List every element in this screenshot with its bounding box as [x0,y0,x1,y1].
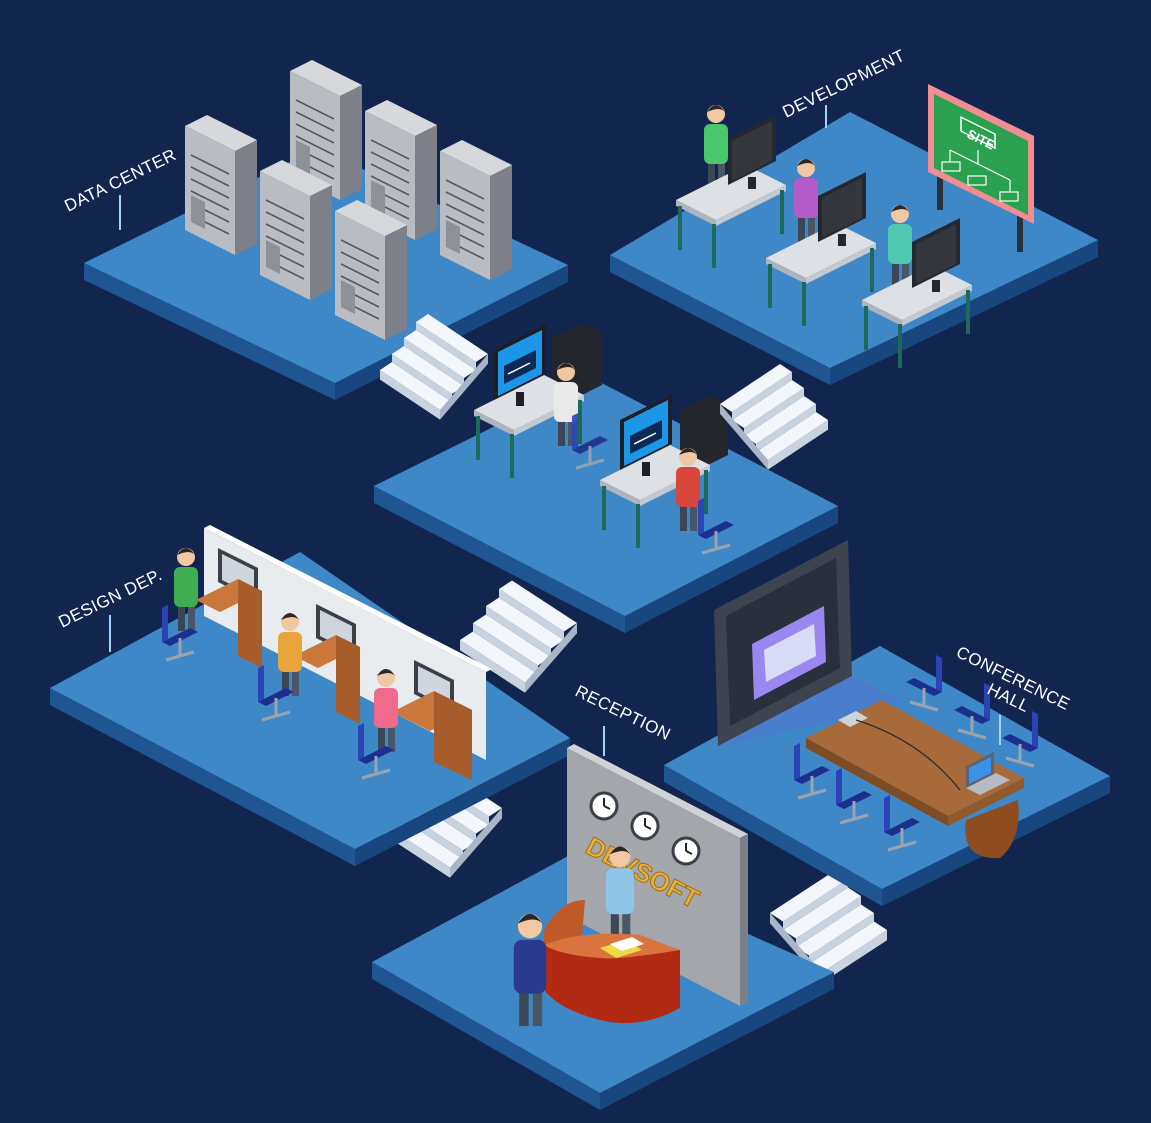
laptop-icon [966,752,1010,795]
data-center-room: DATA CENTER [61,59,568,400]
development-label: DEVELOPMENT [779,46,908,122]
workstation-1 [472,323,610,480]
projector-screen-icon [714,540,900,746]
reception-desk [544,900,680,1024]
reception-label: RECEPTION [572,682,674,745]
cubicle-3 [356,660,472,780]
workstation-2 [598,393,736,555]
development-room: SITE DEVELOPMEN [610,46,1098,385]
cubicle-1 [160,548,262,668]
workstation-floor [374,323,838,633]
cubicle-2 [256,604,360,724]
conference-room: CONFERENCE HALL [664,540,1110,906]
site-board: SITE [928,84,1034,252]
design-room: DESIGN DEP. [50,525,570,866]
reception-wall: DEVSOFT [567,744,748,1006]
